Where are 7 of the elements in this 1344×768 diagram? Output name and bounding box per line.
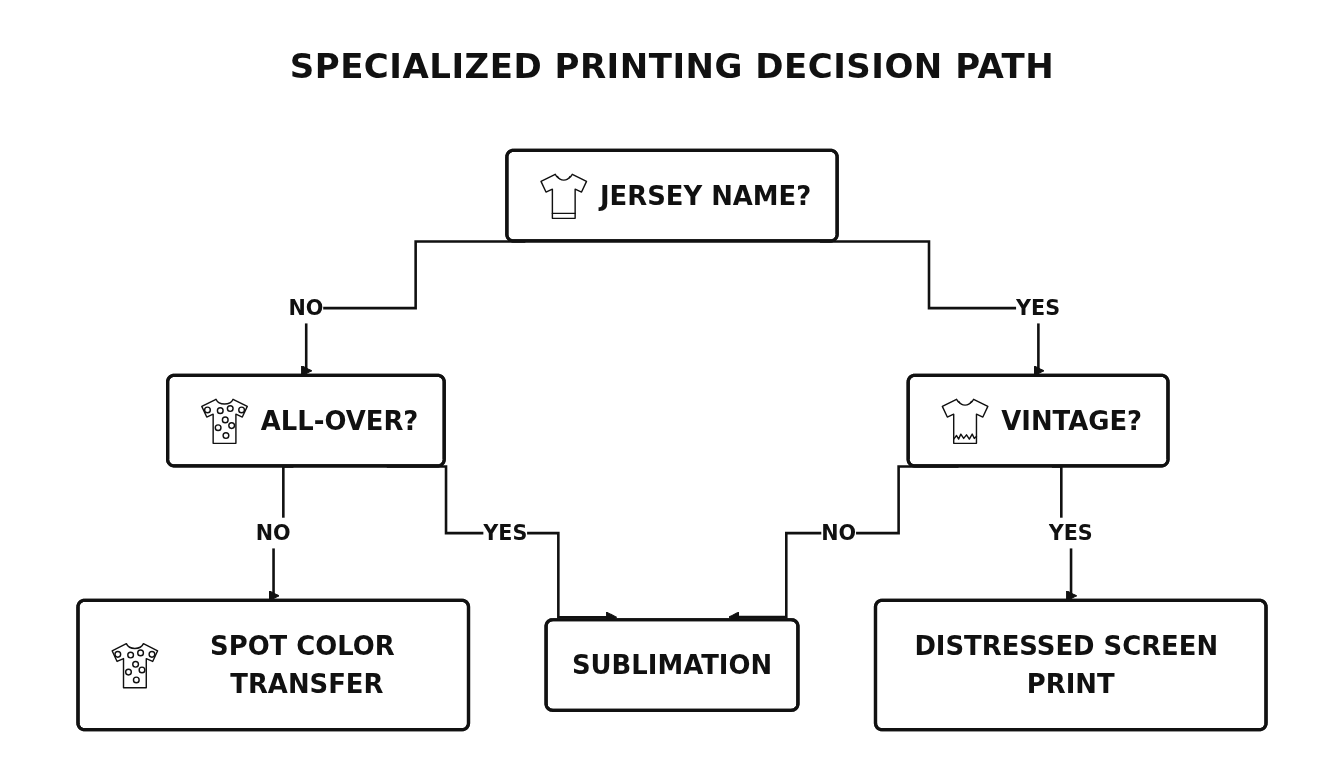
edge-label: YES bbox=[483, 520, 528, 545]
edge-label: NO bbox=[821, 520, 857, 545]
title: SPECIALIZED PRINTING DECISION PATH bbox=[289, 46, 1055, 86]
edge-label: NO bbox=[288, 295, 324, 320]
edge-label: NO bbox=[255, 520, 291, 545]
edge-label: YES bbox=[1016, 295, 1061, 320]
edge-label: YES bbox=[1048, 520, 1093, 545]
